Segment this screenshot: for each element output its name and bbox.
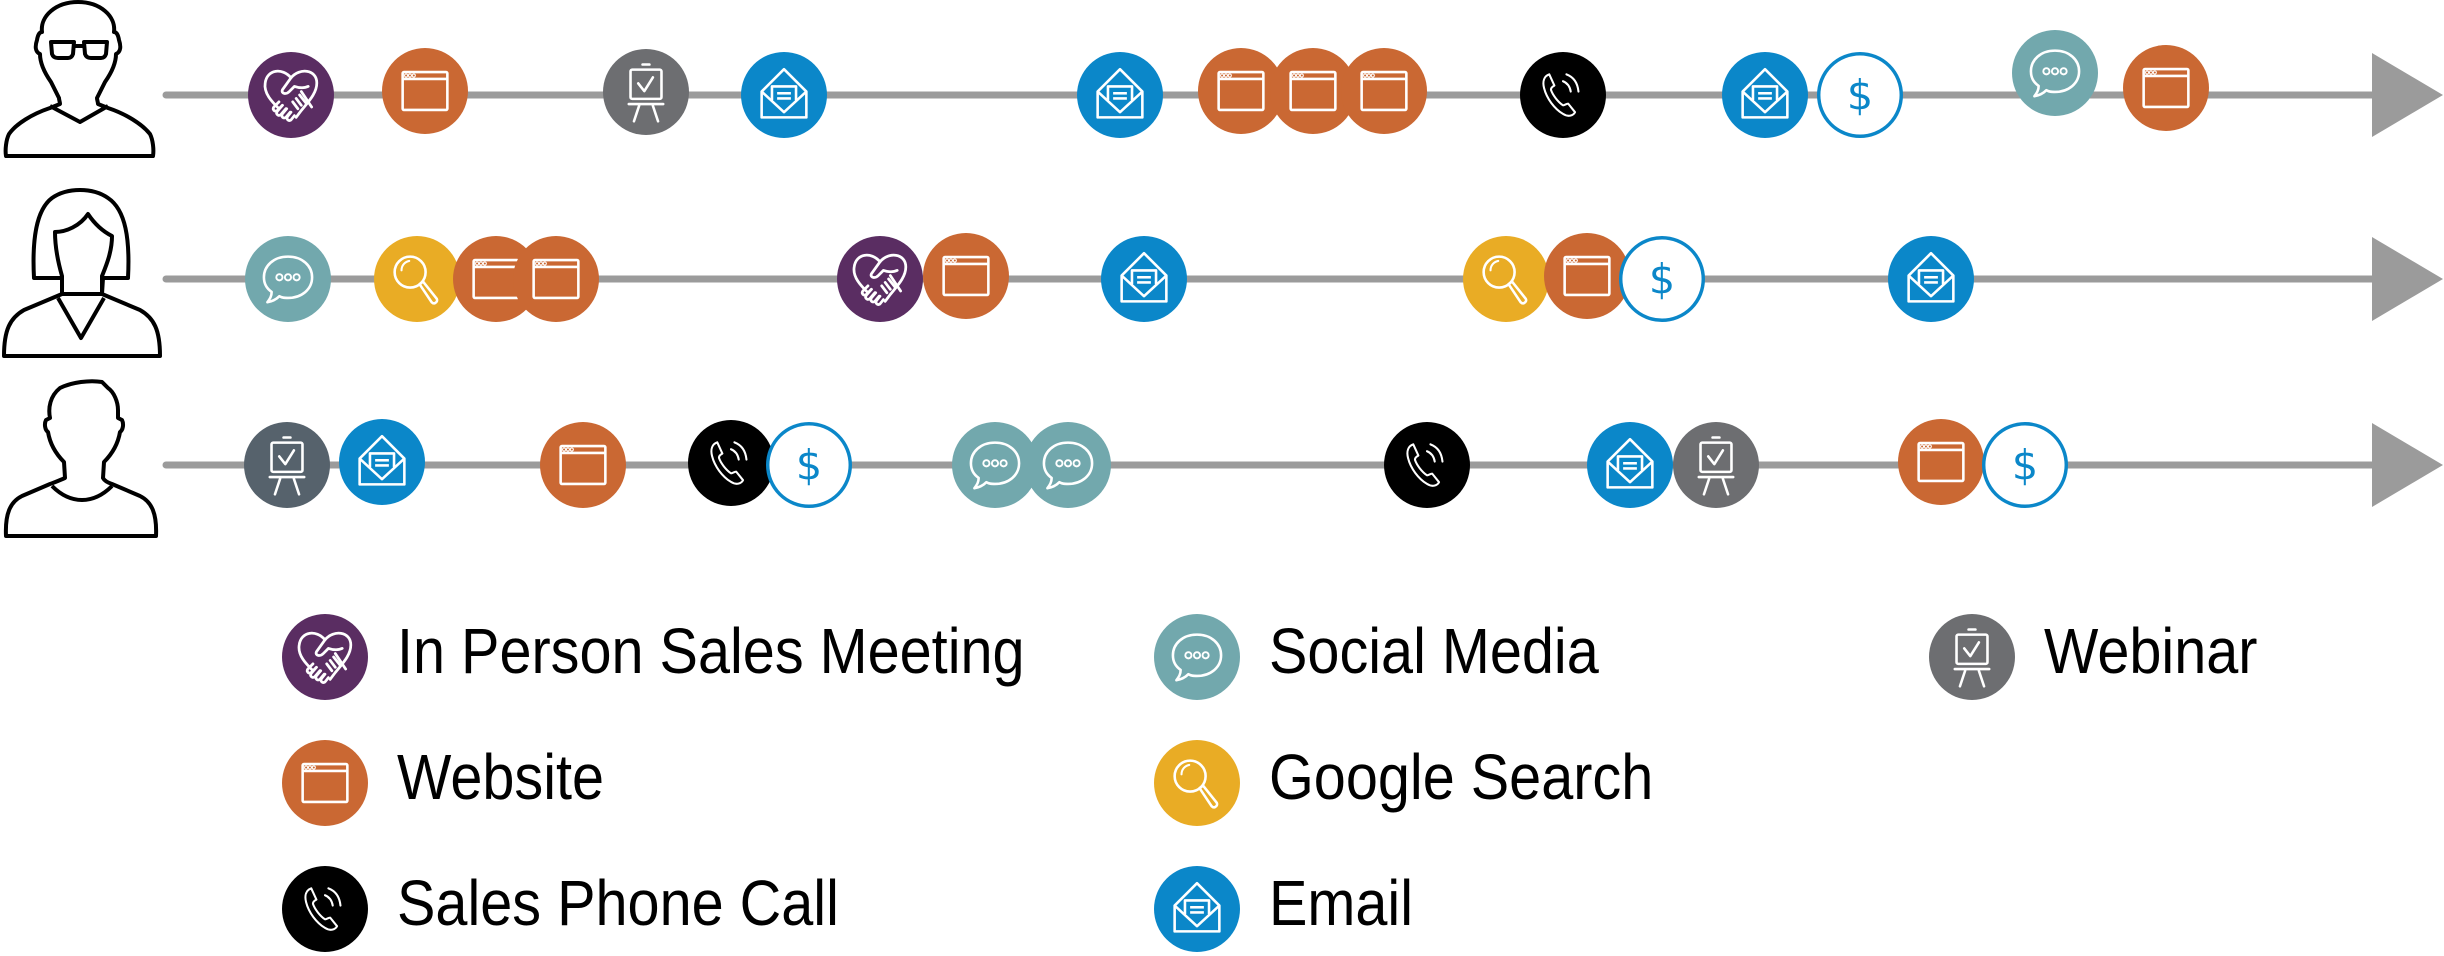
touchpoint-website-icon — [453, 236, 539, 322]
legend-webinar-icon — [1929, 614, 2015, 700]
touchpoint-meeting-icon — [837, 236, 923, 322]
touchpoint-meeting-icon — [248, 52, 334, 138]
legend-label-phone: Sales Phone Call — [397, 867, 839, 939]
timeline-arrowhead — [2372, 53, 2443, 137]
touchpoint-social-icon — [952, 422, 1038, 508]
legend-label-website: Website — [397, 741, 605, 813]
touchpoint-website-icon — [1544, 233, 1630, 319]
touchpoint-email-icon — [1587, 422, 1673, 508]
touchpoint-website-icon — [513, 236, 599, 322]
touchpoint-phone-icon — [1384, 422, 1470, 508]
persona-man-with-glasses-icon — [3, 0, 156, 158]
legend-label-social: Social Media — [1269, 615, 1599, 687]
touchpoint-purchase-icon — [1817, 52, 1904, 139]
touchpoint-email-icon — [1722, 52, 1808, 138]
touchpoint-email-icon — [741, 52, 827, 138]
legend-label-email: Email — [1269, 867, 1414, 939]
touchpoint-social-icon — [1025, 422, 1111, 508]
touchpoint-website-icon — [382, 48, 468, 134]
touchpoint-email-icon — [1101, 236, 1187, 322]
legend-phone-icon — [282, 866, 368, 952]
touchpoint-purchase-icon — [766, 422, 853, 509]
timeline-arrowhead — [2372, 237, 2443, 321]
touchpoint-purchase-icon — [1982, 422, 2069, 509]
touchpoint-webinar-icon — [603, 49, 689, 135]
touchpoint-social-icon — [2012, 30, 2098, 116]
touchpoint-search-icon — [374, 236, 460, 322]
legend-label-meeting: In Person Sales Meeting — [397, 615, 1025, 687]
persona-man-icon — [3, 379, 159, 538]
journey-row-man-with-glasses — [162, 30, 2443, 139]
touchpoint-website-icon — [1898, 419, 1984, 505]
persona-woman-icon — [2, 188, 162, 358]
touchpoint-email-icon — [1077, 52, 1163, 138]
journey-row-woman — [162, 233, 2443, 323]
legend-search-icon — [1154, 740, 1240, 826]
touchpoint-search-icon — [1463, 236, 1549, 322]
legend — [282, 614, 2015, 952]
touchpoint-purchase-icon — [1619, 236, 1706, 323]
touchpoint-phone-icon — [688, 420, 774, 506]
touchpoint-website-icon — [1270, 48, 1356, 134]
journey-row-man — [162, 419, 2443, 509]
legend-label-search: Google Search — [1269, 741, 1654, 813]
legend-meeting-icon — [282, 614, 368, 700]
legend-website-icon — [282, 740, 368, 826]
touchpoint-website-icon — [1341, 48, 1427, 134]
legend-label-webinar: Webinar — [2044, 615, 2258, 687]
touchpoint-webinar-icon — [1673, 422, 1759, 508]
touchpoint-website-icon — [923, 233, 1009, 319]
touchpoint-email-icon — [1888, 236, 1974, 322]
touchpoint-website-icon — [1198, 48, 1284, 134]
timelines — [162, 30, 2443, 509]
touchpoint-website-icon — [2123, 45, 2209, 131]
timeline-arrowhead — [2372, 423, 2443, 507]
touchpoint-social-icon — [245, 236, 331, 322]
legend-social-icon — [1154, 614, 1240, 700]
legend-email-icon — [1154, 866, 1240, 952]
touchpoint-website-icon — [540, 422, 626, 508]
touchpoint-phone-icon — [1520, 52, 1606, 138]
touchpoint-webinar-icon — [244, 422, 330, 508]
touchpoint-email-icon — [339, 419, 425, 505]
